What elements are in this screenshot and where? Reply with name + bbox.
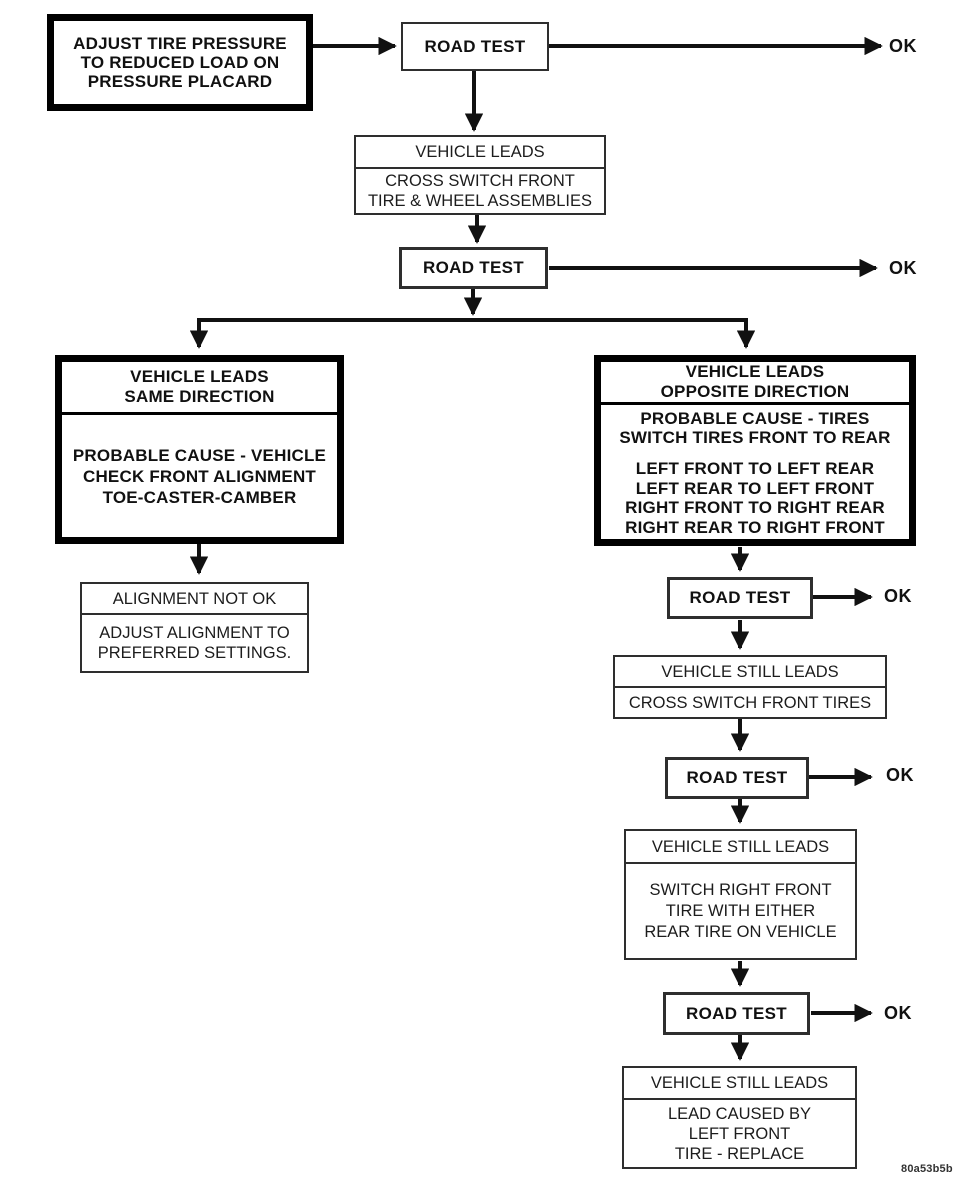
node-road-test-4: ROAD TEST (665, 757, 809, 799)
ok-label-4: OK (886, 765, 914, 785)
node-road-test-2: ROAD TEST (399, 247, 548, 289)
node-lead-caused-by-label: LEAD CAUSED BY LEFT FRONT TIRE - REPLACE (667, 1104, 812, 1163)
ok-label-3: OK (884, 586, 912, 606)
node-adjust-alignment-label: ADJUST ALIGNMENT TO PREFERRED SETTINGS. (97, 624, 292, 662)
node-opposite-direction-cause: PROBABLE CAUSE - TIRES SWITCH TIRES FRON… (619, 409, 891, 447)
road-test-label: ROAD TEST (686, 1003, 787, 1023)
node-vehicle-still-leads-label: VEHICLE STILL LEADS (615, 657, 885, 688)
node-road-test-3: ROAD TEST (667, 577, 813, 619)
ok-label-1: OK (889, 36, 917, 56)
node-opposite-direction-head: VEHICLE LEADS OPPOSITE DIRECTION (601, 362, 909, 405)
node-switch-right-front-label: SWITCH RIGHT FRONT TIRE WITH EITHER REAR… (644, 880, 837, 941)
node-vehicle-leads: VEHICLE LEADS CROSS SWITCH FRONT TIRE & … (354, 135, 606, 215)
node-same-direction-body: PROBABLE CAUSE - VEHICLE CHECK FRONT ALI… (72, 445, 327, 507)
ok-label-2: OK (889, 258, 917, 278)
node-adjust-tire-pressure: ADJUST TIRE PRESSURE TO REDUCED LOAD ON … (47, 14, 313, 111)
node-opposite-direction-swaps: LEFT FRONT TO LEFT REAR LEFT REAR TO LEF… (625, 459, 885, 537)
node-vehicle-still-leads-3: VEHICLE STILL LEADS LEAD CAUSED BY LEFT … (622, 1066, 857, 1169)
node-alignment-not-ok: ALIGNMENT NOT OK ADJUST ALIGNMENT TO PRE… (80, 582, 309, 673)
node-vehicle-leads-same-direction: VEHICLE LEADS SAME DIRECTION PROBABLE CA… (55, 355, 344, 544)
road-test-label: ROAD TEST (686, 768, 788, 787)
node-road-test-1: ROAD TEST (401, 22, 549, 71)
node-vehicle-still-leads-1: VEHICLE STILL LEADS CROSS SWITCH FRONT T… (613, 655, 887, 719)
node-same-direction-head: VEHICLE LEADS SAME DIRECTION (62, 362, 337, 415)
road-test-label: ROAD TEST (689, 588, 791, 607)
figure-code: 80a53b5b (901, 1163, 953, 1175)
node-alignment-not-ok-label: ALIGNMENT NOT OK (82, 584, 307, 615)
node-cross-switch-assemblies-label: CROSS SWITCH FRONT TIRE & WHEEL ASSEMBLI… (367, 172, 593, 210)
ok-label-5: OK (884, 1003, 912, 1023)
road-test-label: ROAD TEST (424, 36, 526, 56)
node-cross-switch-front-tires-label: CROSS SWITCH FRONT TIRES (628, 693, 872, 712)
node-vehicle-leads-label: VEHICLE LEADS (356, 137, 604, 169)
node-vehicle-still-leads-label: VEHICLE STILL LEADS (624, 1068, 855, 1100)
node-vehicle-leads-opposite-direction: VEHICLE LEADS OPPOSITE DIRECTION PROBABL… (594, 355, 916, 546)
node-vehicle-still-leads-label: VEHICLE STILL LEADS (626, 831, 855, 864)
node-road-test-5: ROAD TEST (663, 992, 810, 1035)
node-adjust-tire-pressure-label: ADJUST TIRE PRESSURE TO REDUCED LOAD ON … (73, 34, 287, 91)
node-vehicle-still-leads-2: VEHICLE STILL LEADS SWITCH RIGHT FRONT T… (624, 829, 857, 960)
road-test-label: ROAD TEST (423, 258, 524, 277)
